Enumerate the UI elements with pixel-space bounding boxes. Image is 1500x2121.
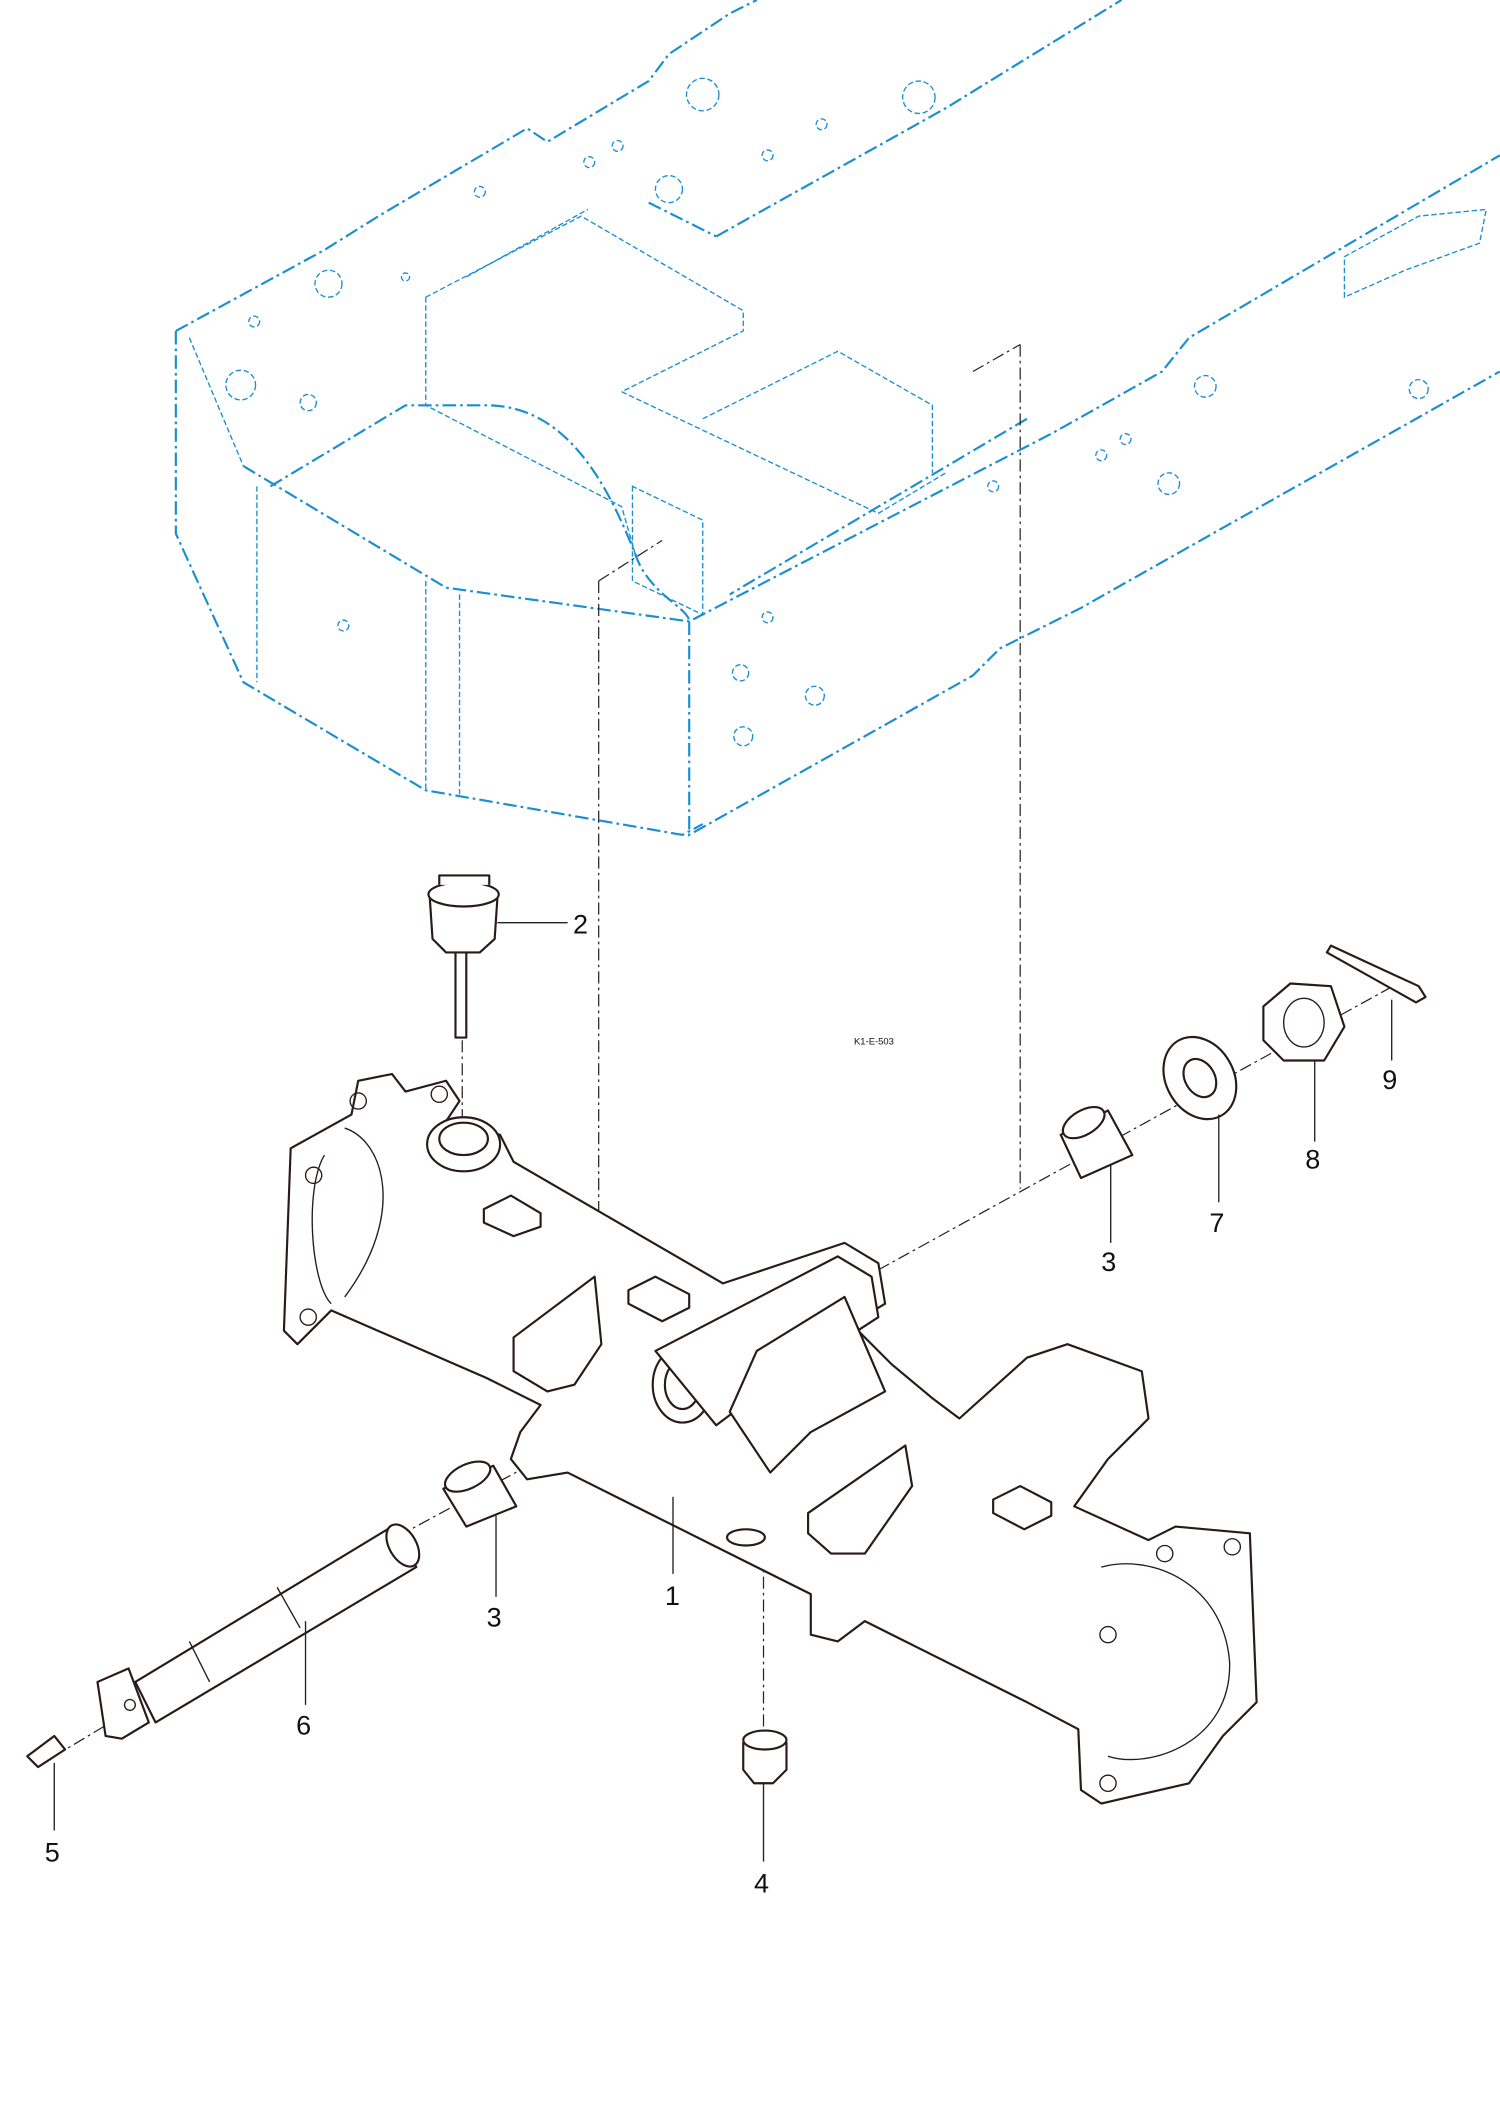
callout-1: 1	[665, 1581, 680, 1611]
callout-8: 8	[1305, 1145, 1320, 1175]
axle-housing	[282, 1072, 1258, 1805]
grease-nipple	[26, 1734, 67, 1769]
cotter-pin	[1325, 944, 1427, 1004]
drawing-code: K1-E-503	[854, 1036, 894, 1047]
pivot-pin	[96, 1523, 421, 1740]
callout-3-lower: 3	[487, 1603, 502, 1633]
callout-5: 5	[45, 1838, 60, 1868]
bushing-lower	[442, 1460, 518, 1528]
drain-plug	[742, 1729, 788, 1785]
leader-lines	[53, 922, 1393, 1862]
breather-dipstick	[427, 874, 500, 1039]
callout-4: 4	[754, 1869, 769, 1899]
bushing-upper	[1059, 1105, 1134, 1180]
callout-2: 2	[573, 910, 588, 940]
callout-3-upper: 3	[1101, 1247, 1116, 1277]
callout-9: 9	[1382, 1065, 1397, 1095]
castle-nut	[1262, 982, 1346, 1062]
washer	[1162, 1035, 1238, 1121]
callout-7: 7	[1209, 1208, 1224, 1238]
chassis-frame	[174, 0, 1500, 837]
callout-6: 6	[296, 1711, 311, 1741]
